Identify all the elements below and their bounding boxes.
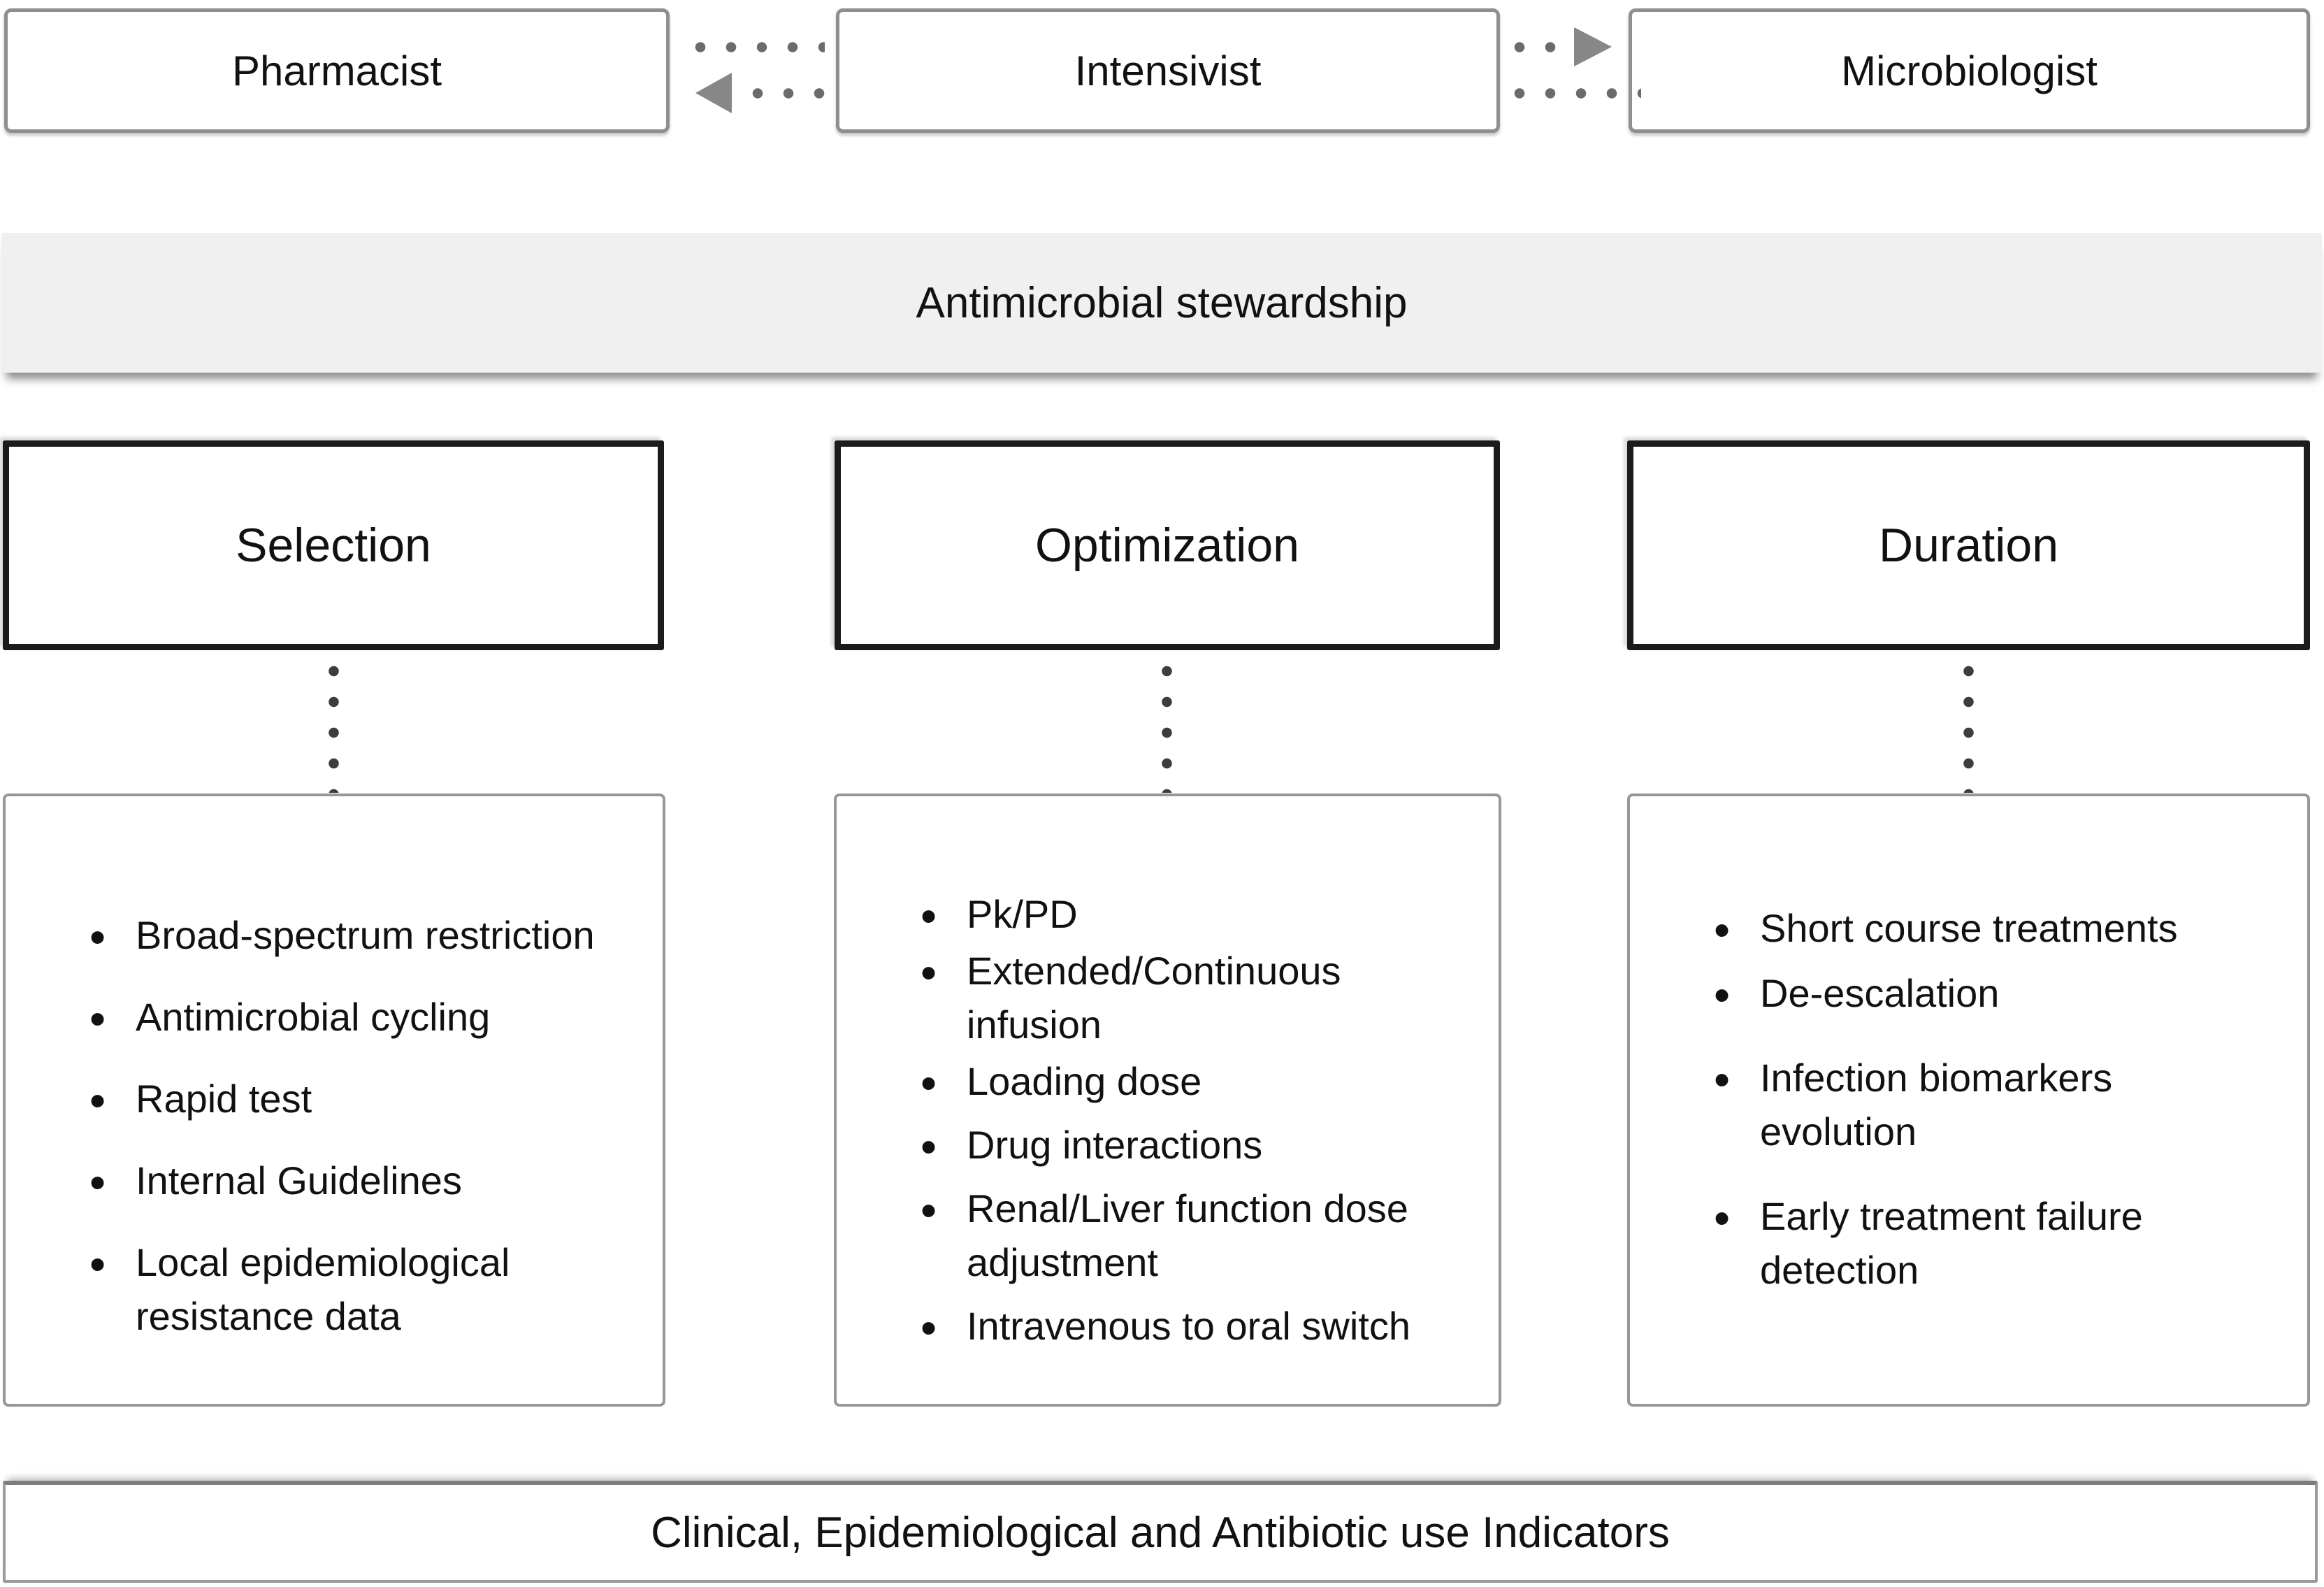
bullet-item: Rapid test	[89, 1069, 628, 1133]
dotted-connector	[685, 42, 825, 52]
bullet-item: Extended/Continuous infusion	[921, 941, 1464, 1051]
dotted-connector-vertical	[1963, 656, 1974, 793]
bullet-item: Short course treatments	[1714, 898, 2272, 962]
bullet-item: Drug interactions	[921, 1115, 1464, 1179]
optimization-bullet-list: Pk/PDExtended/Continuous infusionLoading…	[837, 796, 1499, 1360]
microbiologist-box: Microbiologist	[1629, 8, 2310, 133]
dotted-connector	[1504, 88, 1641, 99]
optimization-stage-box: Optimization	[835, 440, 1500, 650]
optimization-detail-box: Pk/PDExtended/Continuous infusionLoading…	[834, 794, 1501, 1407]
selection-bullet-list: Broad-spectrum restrictionAntimicrobial …	[6, 796, 663, 1343]
bullet-item: Internal Guidelines	[89, 1151, 628, 1214]
selection-stage-label: Selection	[236, 519, 431, 572]
selection-stage-box: Selection	[3, 440, 664, 650]
indicators-footer-label: Clinical, Epidemiological and Antibiotic…	[651, 1508, 1670, 1557]
left-arrowhead-icon	[695, 73, 732, 113]
microbiologist-label: Microbiologist	[1841, 47, 2098, 94]
bullet-item: Renal/Liver function dose adjustment	[921, 1179, 1464, 1289]
indicators-footer-bar: Clinical, Epidemiological and Antibiotic…	[3, 1481, 2318, 1583]
pharmacist-box: Pharmacist	[4, 8, 670, 133]
dotted-connector	[1504, 42, 1574, 52]
dotted-connector	[742, 88, 828, 99]
duration-bullet-list: Short course treatmentsDe-escalationInfe…	[1630, 796, 2307, 1297]
right-arrowhead-icon	[1574, 27, 1612, 66]
bullet-item: Early treatment failure detection	[1714, 1186, 2272, 1297]
dotted-connector-vertical	[329, 656, 339, 793]
dotted-connector-vertical	[1162, 656, 1172, 793]
duration-stage-box: Duration	[1627, 440, 2310, 650]
intensivist-label: Intensivist	[1074, 47, 1262, 94]
stewardship-banner-label: Antimicrobial stewardship	[916, 278, 1408, 327]
bullet-item: Pk/PD	[921, 884, 1464, 948]
bullet-item: Infection biomarkers evolution	[1714, 1048, 2272, 1158]
bullet-item: Local epidemiological resistance data	[89, 1233, 628, 1343]
intensivist-box: Intensivist	[836, 8, 1500, 133]
duration-stage-label: Duration	[1878, 519, 2059, 572]
duration-detail-box: Short course treatmentsDe-escalationInfe…	[1627, 794, 2310, 1407]
stewardship-banner: Antimicrobial stewardship	[1, 233, 2322, 373]
bullet-item: Loading dose	[921, 1051, 1464, 1115]
bullet-item: Antimicrobial cycling	[89, 987, 628, 1051]
selection-detail-box: Broad-spectrum restrictionAntimicrobial …	[3, 794, 665, 1407]
bullet-item: Intravenous to oral switch	[921, 1296, 1464, 1360]
bullet-item: De-escalation	[1714, 963, 2272, 1027]
pharmacist-label: Pharmacist	[231, 47, 442, 94]
optimization-stage-label: Optimization	[1035, 519, 1299, 572]
bullet-item: Broad-spectrum restriction	[89, 905, 628, 969]
